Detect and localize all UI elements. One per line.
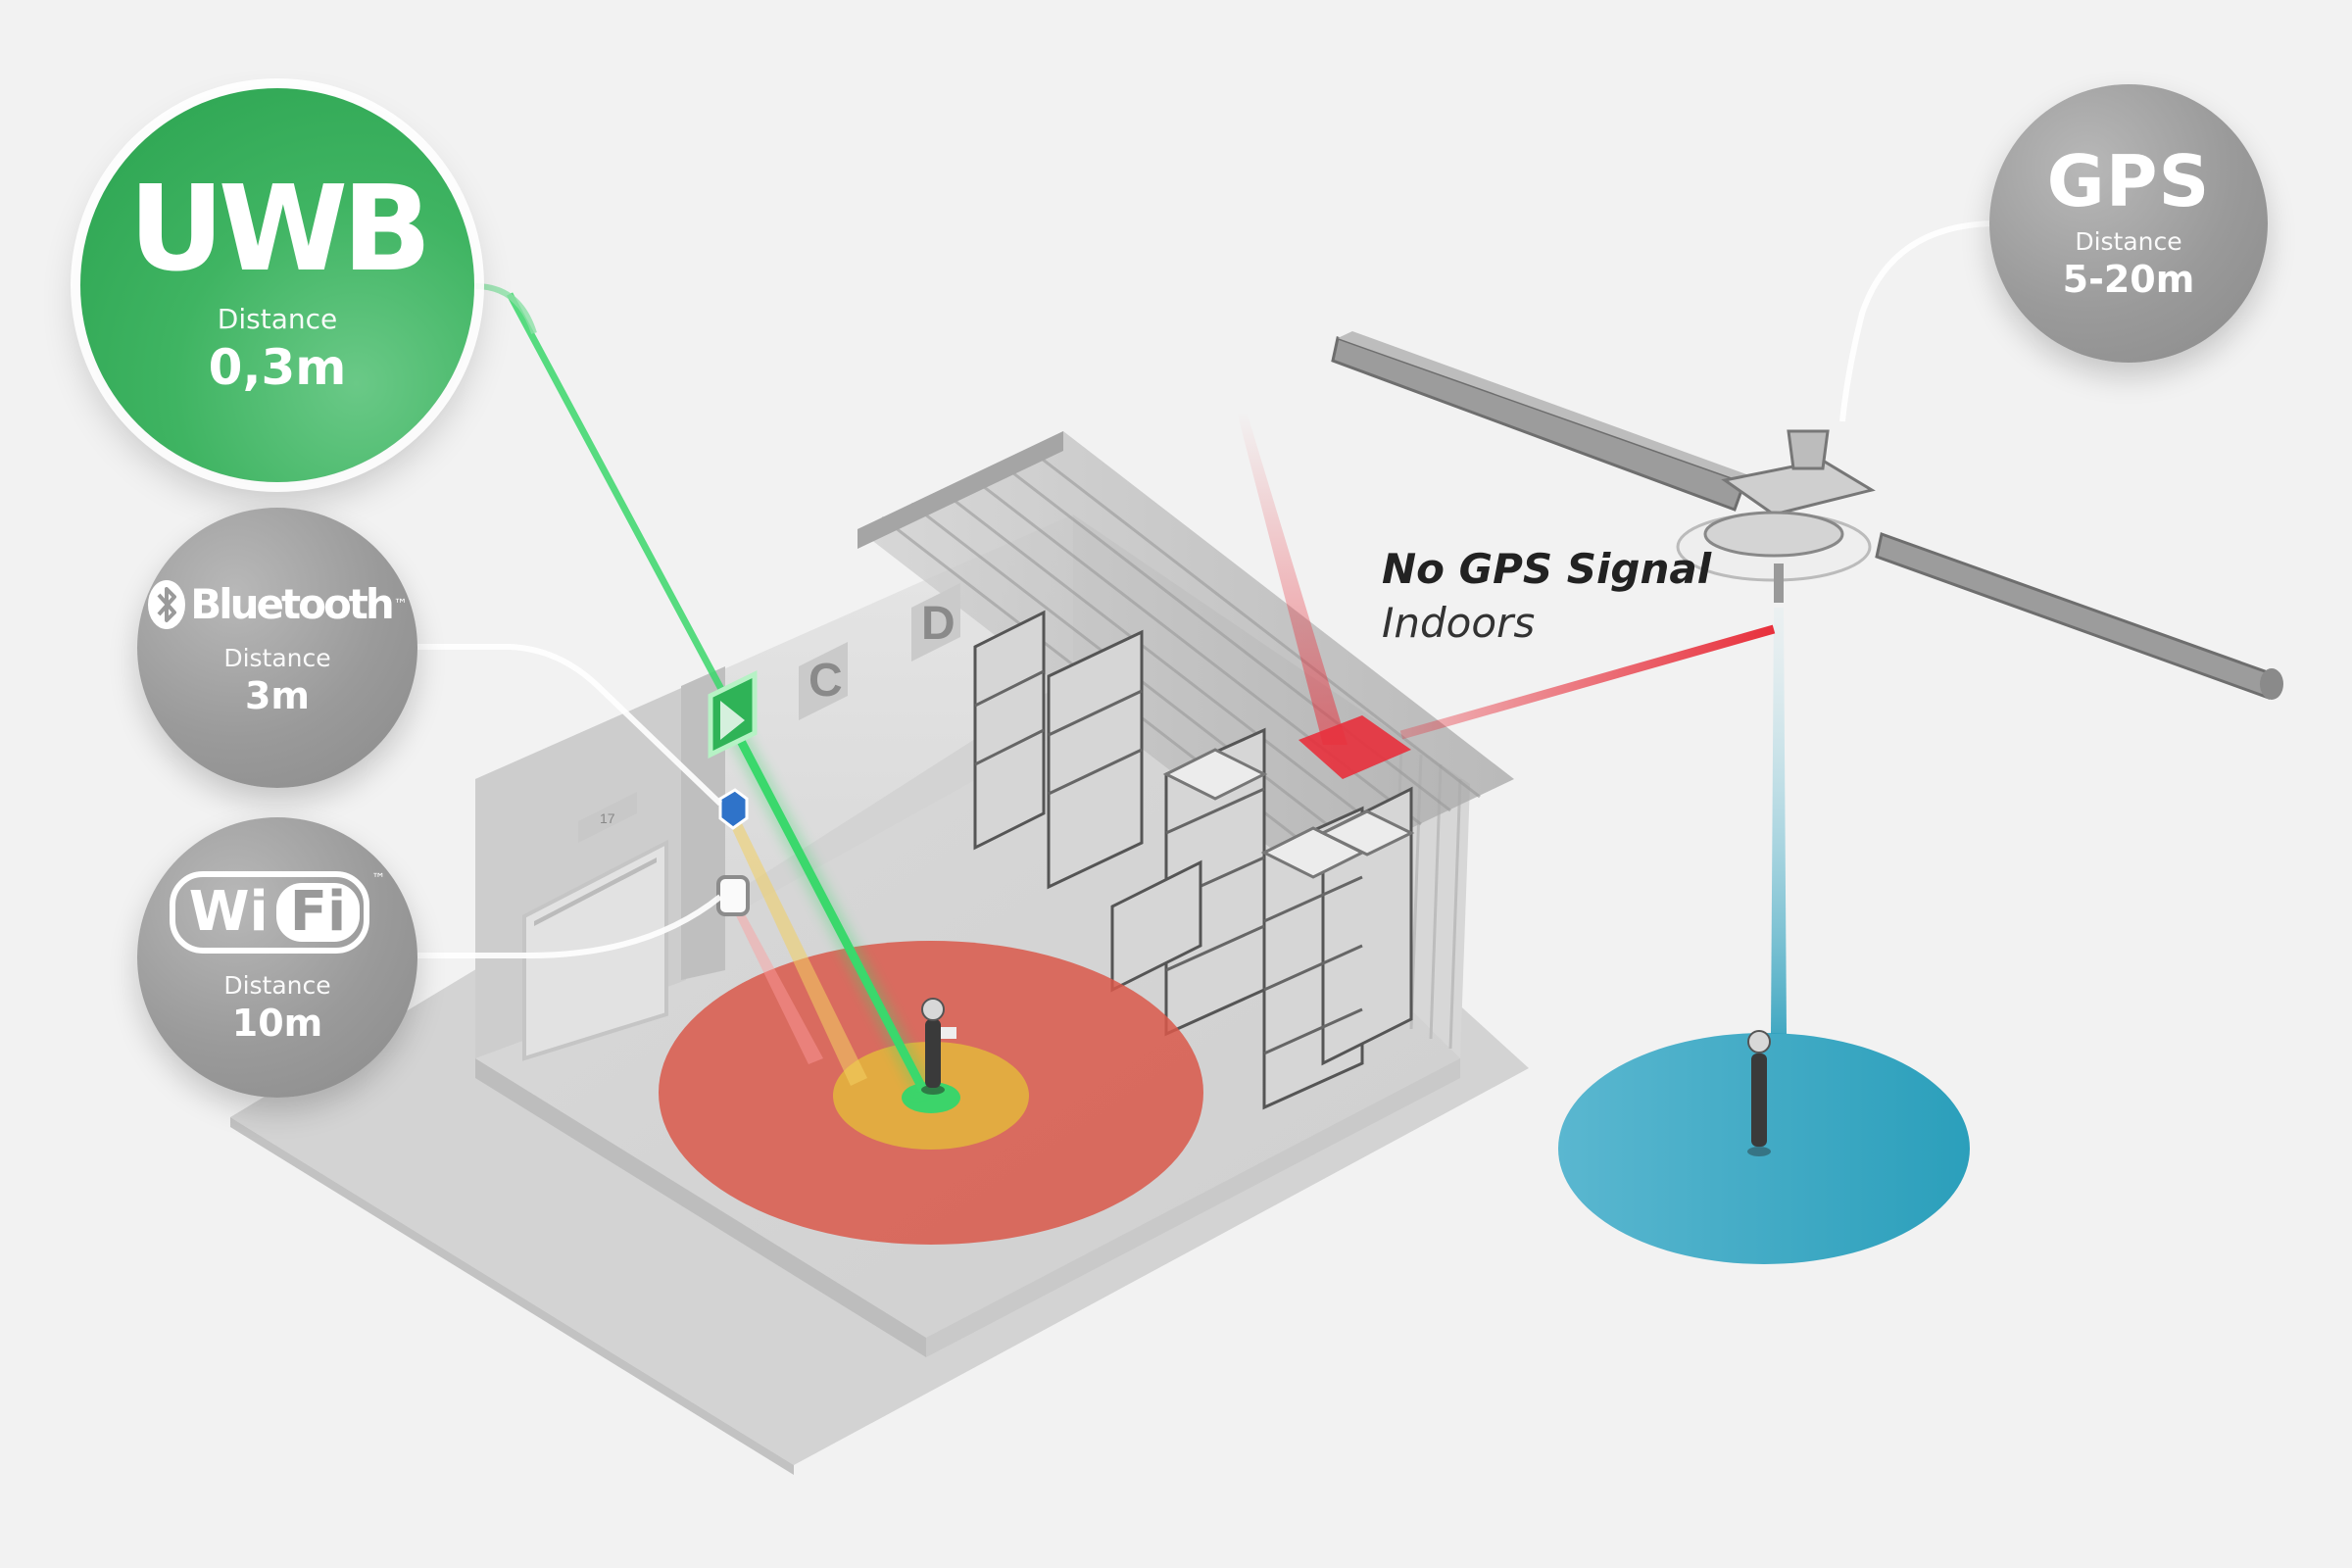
wifi-signal-beam bbox=[730, 900, 823, 1064]
gps-connector bbox=[1839, 220, 1995, 422]
wifi-bubble: Wi Fi ™ Distance 10m bbox=[137, 817, 417, 1098]
wifi-access-point-icon bbox=[716, 875, 750, 916]
aisle-sign-d-letter: D bbox=[921, 598, 956, 650]
bluetooth-icon bbox=[148, 579, 186, 629]
bluetooth-wordmark: Bluetooth bbox=[190, 580, 395, 628]
gps-distance-label: Distance bbox=[2075, 226, 2182, 256]
aisle-sign-c-letter: C bbox=[808, 655, 843, 707]
warehouse-front-wall bbox=[475, 1058, 926, 1357]
aisle-sign-c: C bbox=[799, 642, 848, 720]
aisle-sign-d: D bbox=[911, 583, 960, 662]
blocked-gps-signal bbox=[1399, 624, 1776, 740]
wifi-logo: Wi Fi ™ bbox=[169, 870, 385, 954]
uwb-connector bbox=[474, 283, 537, 334]
wifi-distance-value: 10m bbox=[231, 1001, 323, 1045]
bluetooth-signal-beam bbox=[727, 813, 867, 1086]
worker-icon bbox=[921, 998, 956, 1095]
gps-bubble: GPS Distance 5-20m bbox=[1989, 84, 2268, 363]
no-gps-note: No GPS Signal Indoors bbox=[1382, 545, 1711, 647]
no-gps-title: No GPS Signal bbox=[1382, 545, 1712, 593]
no-gps-subtitle: Indoors bbox=[1382, 599, 1536, 647]
bluetooth-bubble: Bluetooth ™ Distance 3m bbox=[137, 508, 417, 788]
bluetooth-distance-value: 3m bbox=[244, 673, 311, 717]
worker-outdoor-icon bbox=[1747, 1030, 1771, 1156]
uwb-anchor-icon bbox=[708, 669, 758, 760]
bluetooth-distance-label: Distance bbox=[223, 643, 331, 672]
uwb-distance-label: Distance bbox=[217, 302, 338, 335]
satellite-icon bbox=[1331, 331, 2283, 700]
gps-logo: GPS bbox=[2046, 139, 2211, 222]
wifi-logo-wi: Wi bbox=[188, 880, 269, 944]
wifi-logo-fi: Fi bbox=[275, 882, 361, 942]
uwb-bubble: UWB Distance 0,3m bbox=[80, 88, 474, 482]
gps-distance-value: 5-20m bbox=[2062, 257, 2195, 301]
door-sign-number: 17 bbox=[600, 810, 615, 826]
gps-signal-beam bbox=[1771, 608, 1787, 1034]
uwb-signal-beam-upper bbox=[506, 292, 734, 708]
gps-coverage-zone bbox=[1558, 1033, 1970, 1264]
door-sign: 17 bbox=[578, 792, 637, 843]
storage-racks bbox=[973, 610, 1415, 1110]
bluetooth-logo: Bluetooth ™ bbox=[147, 579, 408, 630]
bluetooth-connector bbox=[416, 644, 723, 807]
wifi-connector bbox=[416, 894, 722, 958]
wifi-distance-label: Distance bbox=[223, 970, 331, 1000]
uwb-logo: UWB bbox=[128, 161, 431, 298]
uwb-distance-value: 0,3m bbox=[208, 338, 347, 396]
bluetooth-beacon-icon bbox=[718, 788, 749, 830]
